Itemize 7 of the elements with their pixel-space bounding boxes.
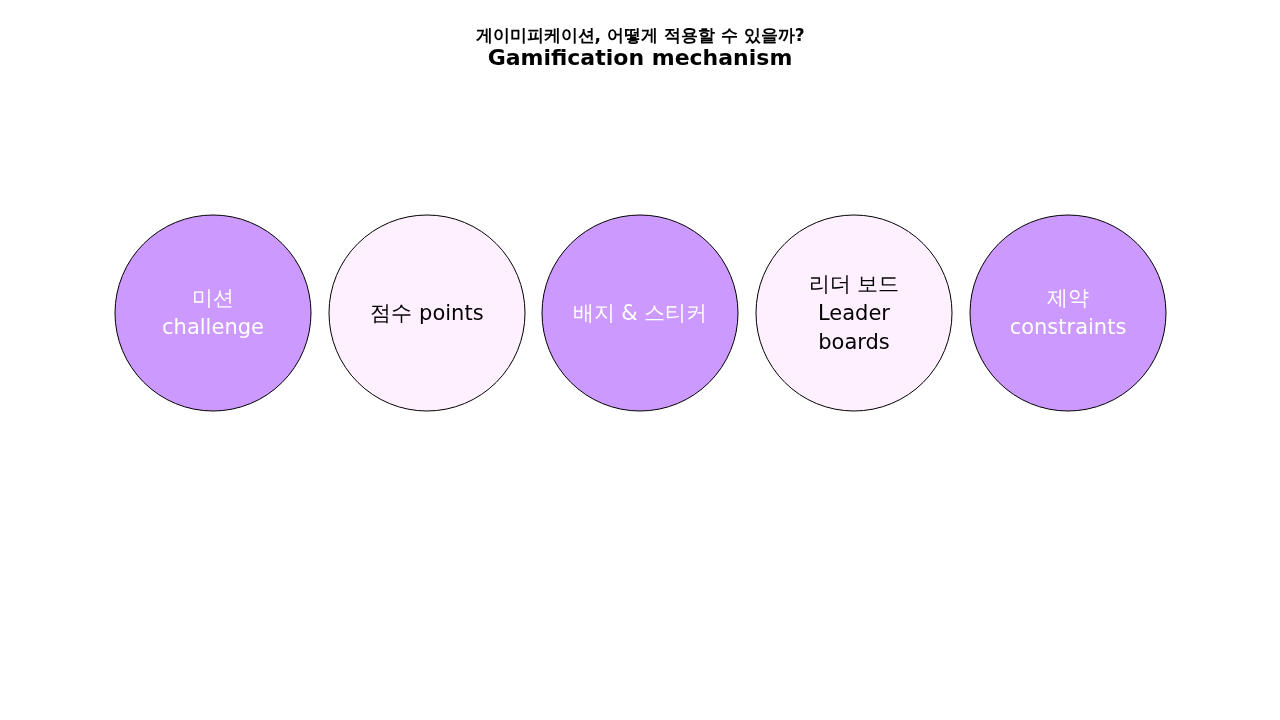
- circle-label: 점수 points: [369, 299, 485, 327]
- subtitle: 게이미피케이션, 어떻게 적용할 수 있을까?: [474, 24, 806, 47]
- circle-label: 제약 constraints: [1008, 285, 1128, 341]
- circle-label: 리더 보드 Leader boards: [807, 270, 901, 356]
- circle-label: 미션 challenge: [161, 285, 265, 341]
- circle-label: 배지 & 스티커: [571, 299, 709, 327]
- title: Gamification mechanism: [486, 45, 794, 70]
